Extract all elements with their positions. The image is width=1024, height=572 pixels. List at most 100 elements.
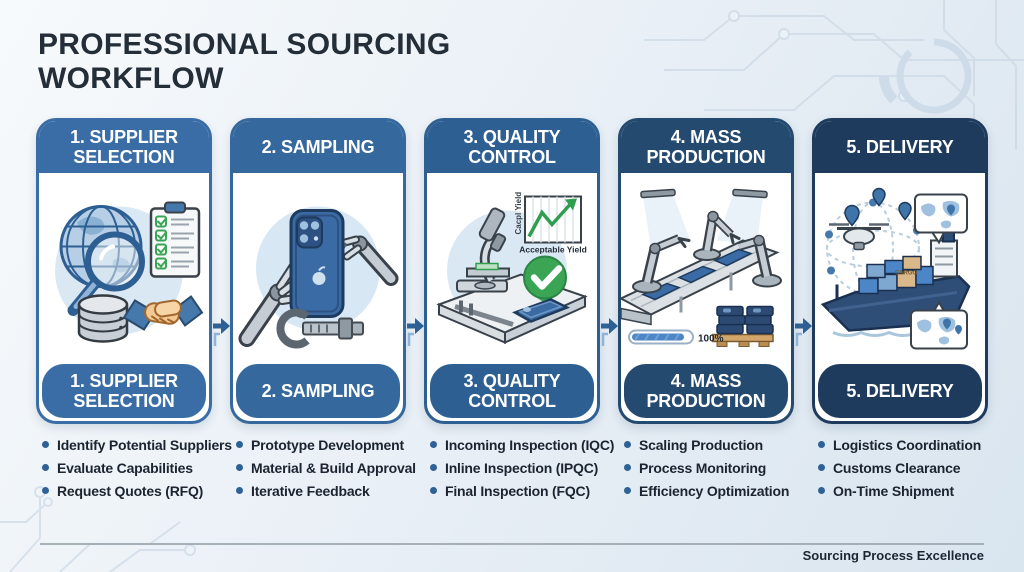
progress-bar: 100% <box>628 329 724 345</box>
step-pill: 3. QUALITY CONTROL <box>430 364 594 418</box>
bullet-dot-icon <box>236 487 243 494</box>
bullet-text: Request Quotes (RFQ) <box>57 483 204 499</box>
bullet-dot-icon <box>818 441 825 448</box>
quality-control-illustration: Cacpl Yield Acceptable Yield <box>427 173 597 364</box>
robot-hand-right-icon <box>330 235 399 286</box>
bullet-text: Iterative Feedback <box>251 483 370 499</box>
workflow-arrow-2 <box>406 236 424 424</box>
bullet-dot-icon <box>236 441 243 448</box>
footer-tagline: Sourcing Process Excellence <box>802 548 984 563</box>
footer-divider <box>40 543 984 545</box>
microscope-icon <box>456 207 510 293</box>
bullet-dot-icon <box>42 487 49 494</box>
step-header: 5. DELIVERY <box>815 121 985 173</box>
workflow-arrow-1 <box>212 236 230 424</box>
step-pill: 5. DELIVERY <box>818 364 982 418</box>
page-title-line2: WORKFLOW <box>38 61 224 95</box>
bullet-item: Logistics Coordination <box>818 436 988 454</box>
phones-on-belt <box>641 248 753 301</box>
caliper-icon <box>454 300 514 327</box>
bullet-item: On-Time Shipment <box>818 482 988 500</box>
bullet-text: Logistics Coordination <box>833 437 982 453</box>
page-title: PROFESSIONAL SOURCING WORKFLOW <box>38 28 450 96</box>
brand-logo-mark <box>312 272 326 285</box>
bullet-dot-icon <box>430 464 437 471</box>
cargo-container-label: CARGO <box>895 271 918 277</box>
bullet-item: Scaling Production <box>624 436 794 454</box>
micrometer-icon <box>276 308 364 349</box>
page-title-line1: PROFESSIONAL SOURCING <box>38 28 451 61</box>
bullets-sampling: Prototype Development Material & Build A… <box>230 436 416 505</box>
bullet-item: Customs Clearance <box>818 459 988 477</box>
workflow-cards-row: 1. SUPPLIER SELECTION <box>36 118 988 424</box>
bullet-dot-icon <box>236 464 243 471</box>
step-header: 3. QUALITY CONTROL <box>427 121 597 173</box>
bullet-text: Inline Inspection (IPQC) <box>445 460 599 476</box>
step-pill: 4. MASS PRODUCTION <box>624 364 788 418</box>
step-header: 2. SAMPLING <box>233 121 403 173</box>
bullet-text: On-Time Shipment <box>833 483 954 499</box>
checklist-icon <box>149 201 201 278</box>
bullet-item: Incoming Inspection (IQC) <box>430 436 614 454</box>
yield-chart: Cacpl Yield Acceptable Yield <box>514 192 587 255</box>
bullet-item: Request Quotes (RFQ) <box>42 482 212 500</box>
bullet-text: Customs Clearance <box>833 460 961 476</box>
bullets-supplier-selection: Identify Potential Suppliers Evaluate Ca… <box>36 436 232 505</box>
gear-arc-icon <box>879 38 972 114</box>
bullet-item: Process Monitoring <box>624 459 794 477</box>
bullets-quality-control: Incoming Inspection (IQC) Inline Inspect… <box>424 436 614 505</box>
map-pin-icon <box>844 187 912 227</box>
step-pill: 2. SAMPLING <box>236 364 400 418</box>
bullet-dot-icon <box>624 441 631 448</box>
robot-arm-icon <box>693 210 741 261</box>
bullets-mass-production: Scaling Production Process Monitoring Ef… <box>618 436 794 505</box>
bullet-dot-icon <box>42 464 49 471</box>
step-card-supplier-selection: 1. SUPPLIER SELECTION <box>36 118 212 424</box>
bullet-dot-icon <box>430 441 437 448</box>
mass-production-illustration: 100% <box>621 173 791 364</box>
bullet-dot-icon <box>624 464 631 471</box>
step-card-mass-production: 4. MASS PRODUCTION <box>618 118 794 424</box>
phone-flat-icon <box>512 298 571 323</box>
bullet-item: Evaluate Capabilities <box>42 459 212 477</box>
bullets-row: Identify Potential Suppliers Evaluate Ca… <box>36 436 988 505</box>
workflow-arrow-3 <box>600 236 618 424</box>
delivery-illustration: CARGO <box>815 173 985 364</box>
bullet-text: Material & Build Approval <box>251 460 416 476</box>
bullet-text: Final Inspection (FQC) <box>445 483 590 499</box>
bullet-item: Identify Potential Suppliers <box>42 436 232 454</box>
bullet-item: Prototype Development <box>236 436 406 454</box>
bullet-dot-icon <box>624 487 631 494</box>
yield-chart-xlabel: Acceptable Yield <box>519 245 587 255</box>
robot-hand-left-icon <box>238 262 300 347</box>
step-card-quality-control: 3. QUALITY CONTROL <box>424 118 600 424</box>
robot-arm-icon <box>737 234 782 288</box>
approval-check-icon <box>523 255 567 313</box>
step-pill: 1. SUPPLIER SELECTION <box>42 364 206 418</box>
step-header: 4. MASS PRODUCTION <box>621 121 791 173</box>
bullet-text: Scaling Production <box>639 437 763 453</box>
step-card-delivery: 5. DELIVERY <box>812 118 988 424</box>
handshake-icon <box>122 295 204 331</box>
bullet-dot-icon <box>818 464 825 471</box>
bullet-text: Identify Potential Suppliers <box>57 437 232 453</box>
bullet-item: Material & Build Approval <box>236 459 416 477</box>
bullet-item: Final Inspection (FQC) <box>430 482 600 500</box>
bullet-dot-icon <box>42 441 49 448</box>
drone-icon <box>829 223 889 251</box>
bullet-dot-icon <box>430 487 437 494</box>
magnifier-icon <box>67 231 145 316</box>
bullet-text: Efficiency Optimization <box>639 483 790 499</box>
bullet-item: Inline Inspection (IPQC) <box>430 459 600 477</box>
yield-chart-ylabel: Cacpl Yield <box>514 192 523 235</box>
bullet-dot-icon <box>818 487 825 494</box>
step-header: 1. SUPPLIER SELECTION <box>39 121 209 173</box>
robot-arm-icon <box>632 234 691 294</box>
map-bubble-top <box>914 193 968 245</box>
database-icon <box>77 294 129 343</box>
bullet-text: Process Monitoring <box>639 460 767 476</box>
sampling-illustration <box>233 173 403 364</box>
workflow-arrow-4 <box>794 236 812 424</box>
bullet-text: Evaluate Capabilities <box>57 460 193 476</box>
bullet-item: Iterative Feedback <box>236 482 406 500</box>
